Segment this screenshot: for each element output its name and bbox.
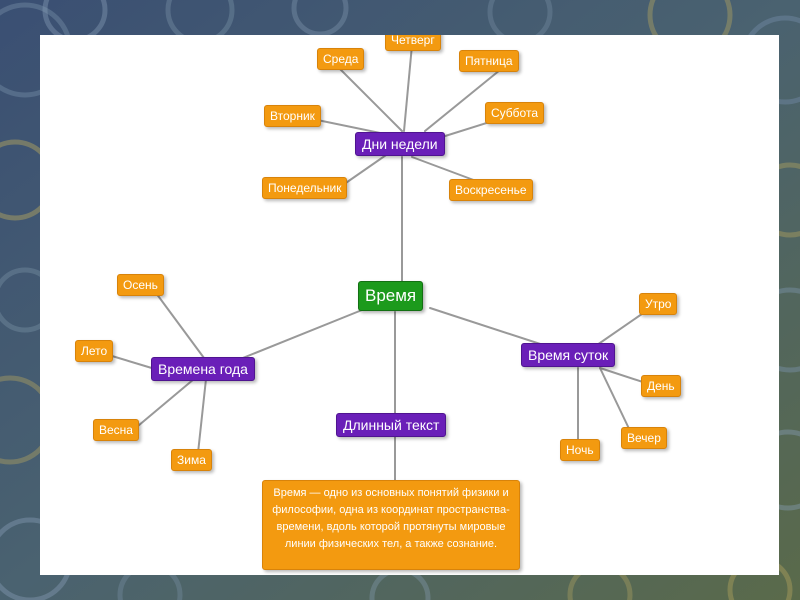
leaf-sunday[interactable]: Воскресенье (449, 179, 533, 201)
leaf-morning[interactable]: Утро (639, 293, 678, 315)
leaf-autumn[interactable]: Осень (117, 274, 164, 296)
hub-time-of-day[interactable]: Время суток (521, 343, 616, 367)
leaf-spring[interactable]: Весна (93, 419, 139, 441)
leaf-night[interactable]: Ночь (560, 439, 600, 461)
hub-days-of-week[interactable]: Дни недели (355, 132, 445, 156)
mind-map-slide: Время Дни недели Времена года Время суто… (40, 35, 779, 575)
hub-long-text[interactable]: Длинный текст (336, 413, 447, 437)
root-node[interactable]: Время (358, 281, 424, 311)
leaf-friday[interactable]: Пятница (459, 50, 519, 72)
leaf-evening[interactable]: Вечер (621, 427, 667, 449)
hub-seasons[interactable]: Времена года (151, 357, 255, 381)
leaf-wednesday[interactable]: Среда (317, 48, 365, 70)
leaf-day[interactable]: День (641, 375, 681, 397)
leaf-monday[interactable]: Понедельник (262, 177, 348, 199)
leaf-winter[interactable]: Зима (171, 449, 212, 471)
leaf-summer[interactable]: Лето (75, 340, 114, 362)
leaf-thursday[interactable]: Четверг (385, 35, 441, 51)
long-text-note[interactable]: Время — одно из основных понятий физики … (262, 480, 520, 570)
leaf-tuesday[interactable]: Вторник (264, 105, 321, 127)
leaf-saturday[interactable]: Суббота (485, 102, 544, 124)
